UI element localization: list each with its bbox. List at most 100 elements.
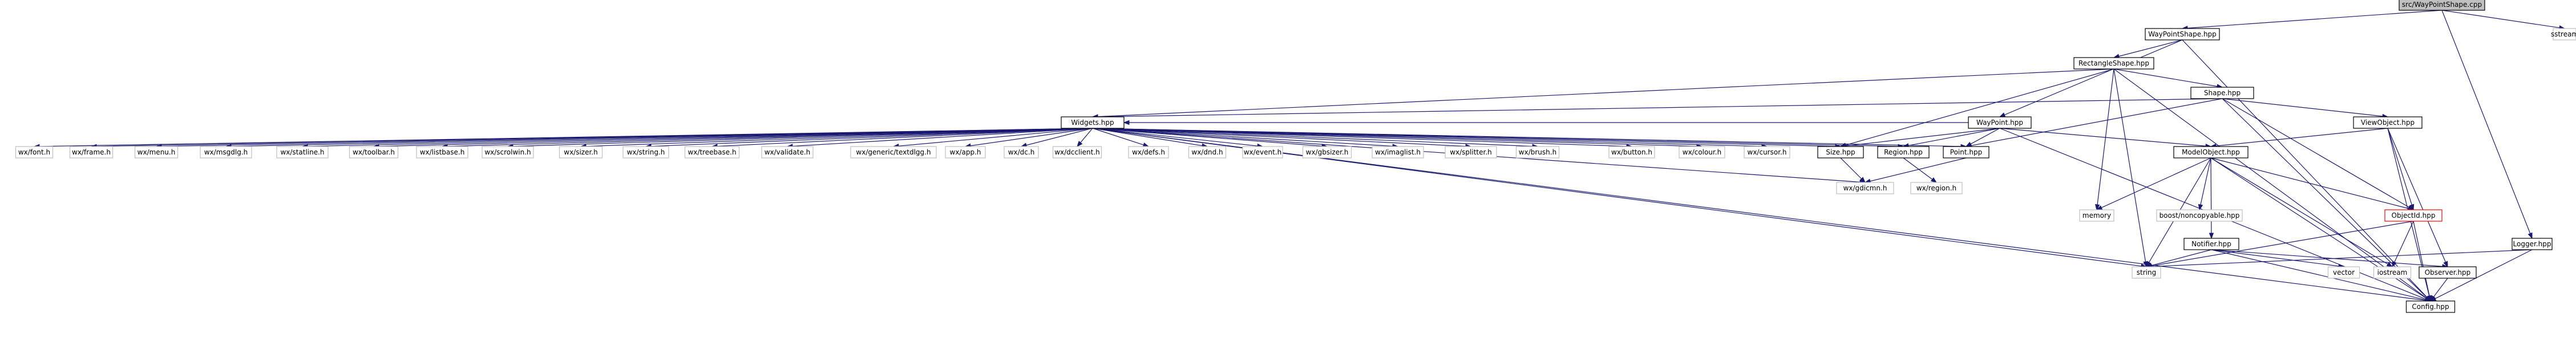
edge-notifier-to-string xyxy=(2151,249,2212,266)
node-label: ObjectId.hpp xyxy=(2392,211,2436,219)
node-boostnc: boost/noncopyable.hpp xyxy=(2156,209,2243,222)
node-wxstatline: wx/statline.h xyxy=(276,146,329,158)
node-label: wx/gdicmn.h xyxy=(1843,184,1887,192)
edge-viewobject-to-modelobject xyxy=(2215,128,2388,147)
node-label: Point.hpp xyxy=(1950,148,1982,156)
edge-widgets-to-wxstring xyxy=(650,128,1093,147)
edge-viewobject-to-observer xyxy=(2387,128,2446,262)
edge-arrowhead xyxy=(2528,232,2533,239)
node-box xyxy=(2173,146,2249,158)
node-label: wx/font.h xyxy=(18,148,50,156)
node-label: wx/app.h xyxy=(950,148,981,156)
edge-notifier-to-config xyxy=(2211,249,2426,300)
edge-shape-to-objectid xyxy=(2222,98,2409,208)
node-box xyxy=(15,146,54,158)
node-label: wx/validate.h xyxy=(765,148,811,156)
node-root[interactable]: src/WayPointShape.cpp xyxy=(2399,0,2485,11)
node-label: vector xyxy=(2333,269,2355,276)
edge-waypointshape-to-config xyxy=(2182,39,2428,298)
edge-arrowhead xyxy=(2409,204,2415,211)
node-label: memory xyxy=(2082,211,2111,219)
edge-arrowhead xyxy=(1123,120,1130,125)
node-sstream: sstream xyxy=(2551,28,2576,40)
node-size[interactable]: Size.hpp xyxy=(1817,146,1864,158)
node-waypoint[interactable]: WayPoint.hpp xyxy=(1968,116,2032,129)
node-box xyxy=(1061,116,1125,129)
node-modelobject[interactable]: ModelObject.hpp xyxy=(2173,146,2249,158)
node-box xyxy=(1445,146,1497,158)
node-box xyxy=(684,146,740,158)
edge-waypoint-to-modelobject xyxy=(1999,128,2206,147)
node-box xyxy=(2190,87,2254,99)
edge-region-to-wxregion xyxy=(1903,157,1933,180)
node-label: wx/dcclient.h xyxy=(1054,148,1100,156)
node-waypointshape[interactable]: WayPointShape.hpp xyxy=(2145,28,2220,40)
edge-objectid-to-string xyxy=(2151,221,2414,267)
node-notifier[interactable]: Notifier.hpp xyxy=(2183,238,2239,250)
node-objectid[interactable]: ObjectId.hpp xyxy=(2384,209,2442,222)
edge-widgets-to-wxtreebase xyxy=(717,128,1093,147)
edge-widgets-to-wxsplitter xyxy=(1092,128,1466,147)
node-label: wx/msgdlg.h xyxy=(204,148,248,156)
node-box xyxy=(1515,146,1560,158)
node-widgets[interactable]: Widgets.hpp xyxy=(1061,116,1125,129)
edge-waypoint-to-size xyxy=(1845,128,2000,147)
node-config[interactable]: Config.hpp xyxy=(2405,300,2456,313)
node-wxapp: wx/app.h xyxy=(945,146,986,158)
node-string: string xyxy=(2132,266,2161,279)
node-observer[interactable]: Observer.hpp xyxy=(2419,266,2477,279)
node-box xyxy=(1817,146,1864,158)
node-label: wx/region.h xyxy=(1916,184,1956,192)
node-box xyxy=(2073,57,2154,70)
edge-arrowhead xyxy=(2427,295,2432,302)
nodes-layer: src/WayPointShape.cpp sstream WayPointShap… xyxy=(15,0,2576,313)
node-wxframe: wx/frame.h xyxy=(69,146,114,158)
node-box xyxy=(349,146,399,158)
node-label: Notifier.hpp xyxy=(2191,240,2231,248)
node-wxdc: wx/dc.h xyxy=(1004,146,1039,158)
node-label: RectangleShape.hpp xyxy=(2078,59,2149,67)
node-label: ModelObject.hpp xyxy=(2182,148,2240,156)
node-label: wx/dc.h xyxy=(1008,148,1035,156)
edge-widgets-to-wximaglist xyxy=(1092,128,1393,147)
node-label: WayPointShape.hpp xyxy=(2148,30,2217,38)
node-label: Widgets.hpp xyxy=(1071,119,1114,127)
node-box xyxy=(416,146,468,158)
node-label: wx/imaglist.h xyxy=(1375,148,1421,156)
node-rectangleshape[interactable]: RectangleShape.hpp xyxy=(2073,57,2154,70)
node-viewobject[interactable]: ViewObject.hpp xyxy=(2353,116,2423,129)
node-wxlistbase: wx/listbase.h xyxy=(416,146,468,158)
edge-widgets-to-wxbrush xyxy=(1092,128,1533,147)
node-label: wx/button.h xyxy=(1611,148,1652,156)
node-wxsizer: wx/sizer.h xyxy=(559,146,603,158)
node-box xyxy=(1188,146,1227,158)
node-iostream: iostream xyxy=(2373,266,2412,279)
edge-modelobject-to-memory xyxy=(2101,157,2211,208)
node-box xyxy=(1744,146,1790,158)
node-box xyxy=(2384,209,2442,222)
node-region[interactable]: Region.hpp xyxy=(1877,146,1930,158)
node-box xyxy=(945,146,986,158)
edge-rectangleshape-to-size xyxy=(1845,68,2114,146)
node-label: Size.hpp xyxy=(1826,148,1855,156)
node-wxbrush: wx/brush.h xyxy=(1515,146,1560,158)
node-label: wx/listbase.h xyxy=(420,148,465,156)
node-label: sstream xyxy=(2551,30,2576,38)
node-label: wx/brush.h xyxy=(1519,148,1556,156)
node-wxdnd: wx/dnd.h xyxy=(1188,146,1227,158)
node-label: Region.hpp xyxy=(1884,148,1923,156)
edge-viewobject-to-objectid xyxy=(2387,128,2412,205)
edge-arrowhead xyxy=(2198,204,2203,211)
node-shape[interactable]: Shape.hpp xyxy=(2190,87,2254,99)
edge-modelobject-to-objectid xyxy=(2210,157,2409,209)
node-wximaglist: wx/imaglist.h xyxy=(1372,146,1424,158)
edges-layer xyxy=(33,10,2566,303)
node-box xyxy=(1372,146,1424,158)
edge-shape-to-widgets xyxy=(1097,98,2223,117)
node-logger[interactable]: Logger.hpp xyxy=(2512,238,2553,250)
node-box xyxy=(482,146,534,158)
edge-widgets-to-wxgenericdlg xyxy=(898,128,1093,147)
node-wxvalidate: wx/validate.h xyxy=(761,146,814,158)
node-point[interactable]: Point.hpp xyxy=(1943,146,1989,158)
edge-widgets-to-wxapp xyxy=(970,128,1093,147)
